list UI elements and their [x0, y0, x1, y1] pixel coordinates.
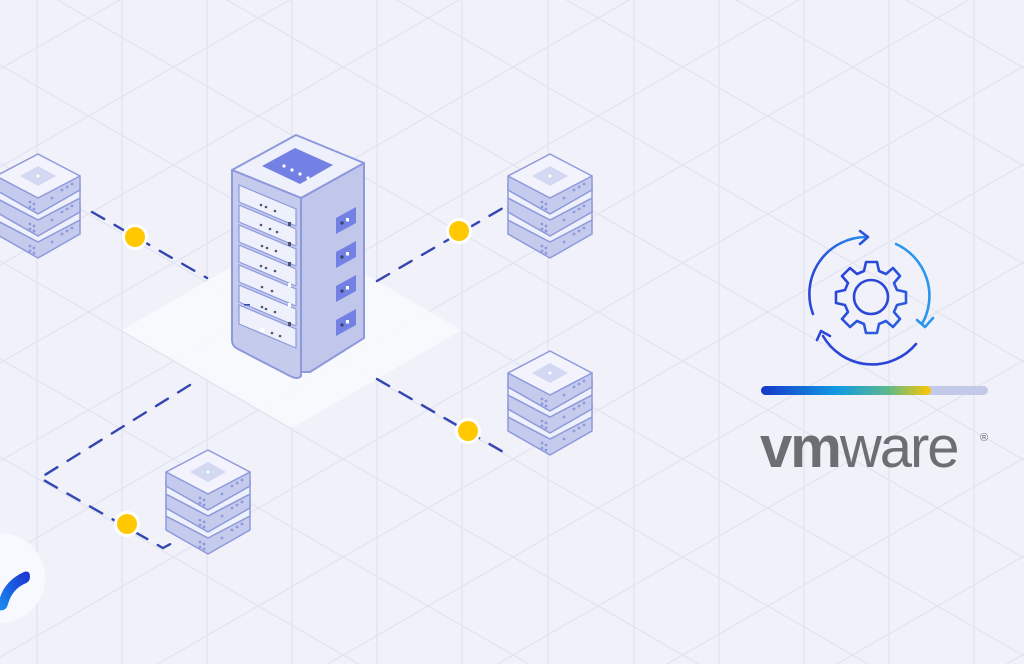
- corner-logo[interactable]: [0, 533, 45, 623]
- connection-point-icon: [114, 511, 140, 537]
- connection-point-icon: [122, 224, 148, 250]
- swoosh-logo-icon: [0, 571, 30, 611]
- connector-top-left: [90, 210, 209, 280]
- logo-vm: vm: [760, 415, 840, 480]
- registered-mark: ®: [980, 432, 988, 444]
- logo-ware: ware: [839, 415, 958, 480]
- connector-bottom-left: [37, 383, 192, 550]
- connection-point-icon: [446, 218, 472, 244]
- vmware-logo: vmware ®: [760, 415, 988, 480]
- migration-progress-bar: [761, 386, 988, 395]
- progress-fill: [761, 386, 931, 395]
- gear-sync-icon: [808, 229, 935, 366]
- rack-server-icon: [231, 134, 365, 379]
- svg-text:vmware: vmware: [760, 415, 958, 480]
- connection-point-icon: [455, 418, 481, 444]
- network-connectors: [37, 206, 507, 550]
